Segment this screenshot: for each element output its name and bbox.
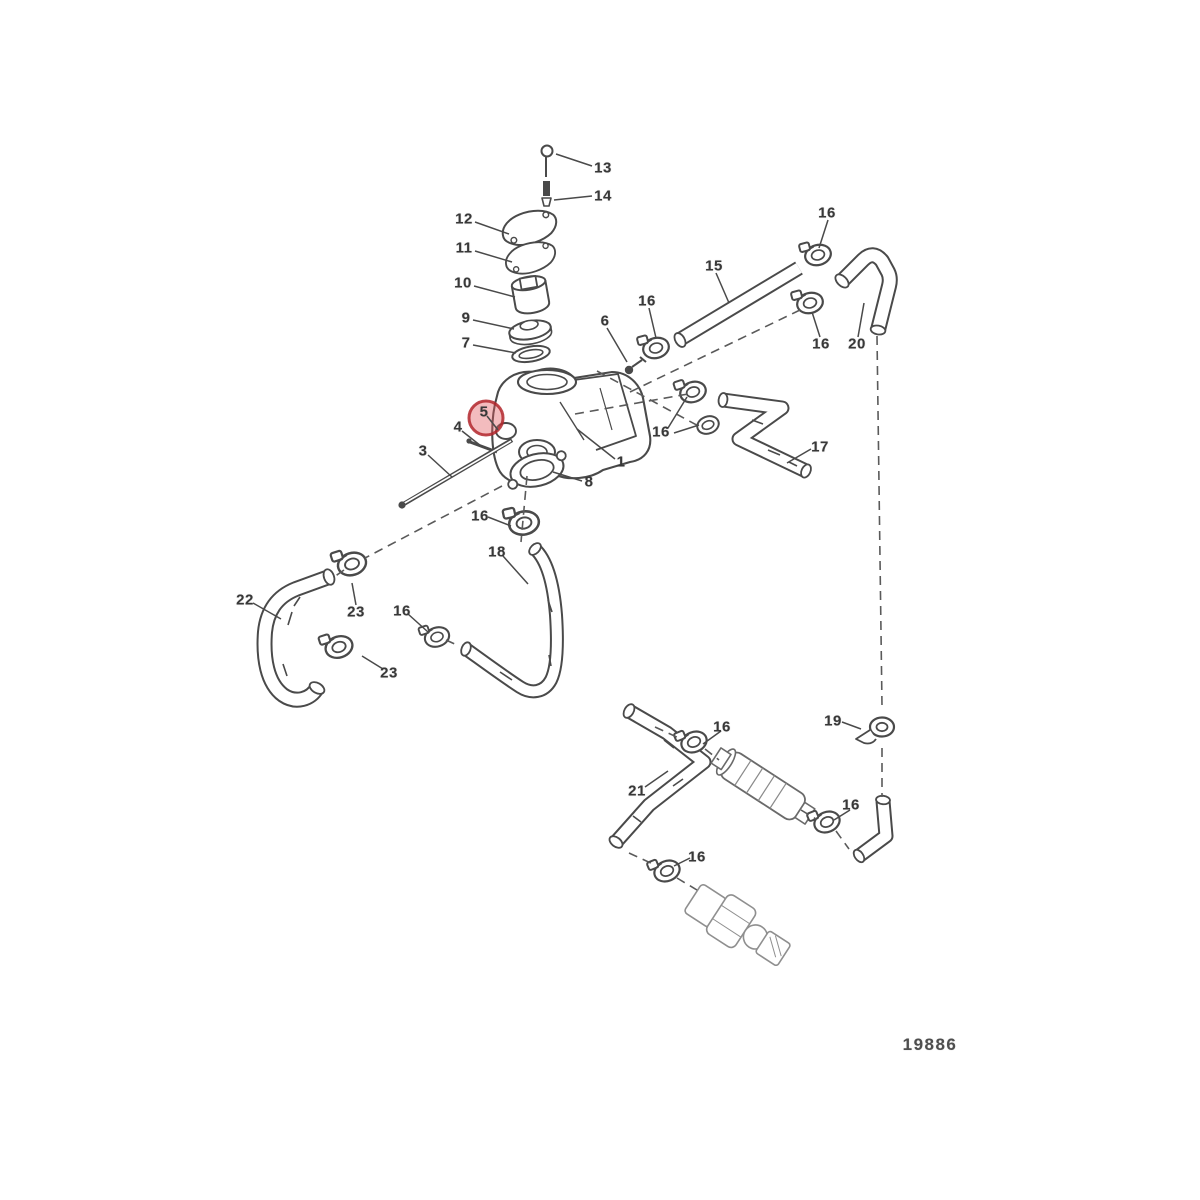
leader-line-7: [472, 344, 517, 354]
leader-line-17: [786, 448, 812, 464]
leader-line-16: [667, 396, 688, 429]
callout-16-24: 16: [393, 602, 411, 620]
callout-16-13: 16: [652, 423, 670, 441]
leader-line-22: [252, 602, 282, 620]
leader-line-23: [351, 582, 357, 606]
hose-clamp-16: [789, 284, 827, 318]
leader-line-11: [474, 250, 513, 263]
screw-13: [540, 144, 554, 177]
callout-16-10: 16: [818, 204, 836, 222]
hose-clamp-16: [805, 802, 844, 839]
leader-line-21: [644, 770, 669, 788]
rod-3: [398, 438, 514, 509]
leader-line-10: [473, 285, 516, 298]
callout-16-11: 16: [812, 335, 830, 353]
leader-line-13: [555, 153, 593, 167]
hose-17: [717, 392, 812, 479]
stud-4: [466, 438, 498, 454]
leader-line-9: [472, 319, 515, 330]
callout-21-26: 21: [628, 782, 646, 800]
leader-line-3: [427, 454, 453, 478]
callout-23-25: 23: [380, 664, 398, 682]
leader-line-16: [487, 516, 512, 527]
callout-10-4: 10: [454, 274, 472, 292]
seal-ring-7: [511, 344, 551, 364]
callout-8-19: 8: [584, 473, 594, 491]
callout-14-1: 14: [594, 187, 612, 205]
leader-line-16: [673, 424, 700, 434]
hose-clamp-16: [672, 722, 711, 759]
callout-4-16: 4: [453, 418, 463, 436]
drawing-number: 19886: [902, 1035, 958, 1054]
hose-clamp-16: [797, 236, 835, 270]
hose-15: [673, 261, 803, 348]
callout-16-29: 16: [842, 796, 860, 814]
gasket-12: [497, 203, 562, 252]
gasket-8: [507, 450, 567, 490]
callout-12-2: 12: [455, 210, 473, 228]
callout-13-0: 13: [594, 159, 612, 177]
callout-23-23: 23: [347, 603, 365, 621]
inline-cylinder: [710, 747, 816, 825]
fitting-6: [624, 356, 647, 375]
callout-18-21: 18: [488, 543, 506, 561]
callout-16-20: 16: [471, 507, 489, 525]
hose-18: [460, 542, 564, 699]
clip-19: [855, 716, 896, 745]
thermostat-9: [508, 319, 553, 346]
callout-22-22: 22: [236, 591, 254, 609]
hose-22: [256, 568, 336, 708]
leader-line-15: [715, 272, 730, 304]
hose-clamp-16: [672, 372, 710, 408]
callout-17-14: 17: [811, 438, 829, 456]
leader-line-19: [841, 721, 862, 730]
callout-7-6: 7: [461, 334, 471, 352]
hose-clamp-23: [317, 626, 357, 664]
leader-line-8: [552, 471, 583, 482]
hose-21: [608, 703, 712, 849]
callout-11-3: 11: [455, 239, 473, 257]
callout-3-17: 3: [418, 442, 428, 460]
thermostat-housing-1: [491, 367, 652, 485]
hose-clamp-16: [417, 618, 453, 652]
callout-5-15: 5: [479, 403, 489, 421]
elbow-hose-20: [834, 247, 898, 336]
callout-1-18: 1: [616, 453, 626, 471]
leader-line-6: [606, 327, 628, 363]
hose-clamp-16: [635, 329, 673, 363]
callout-16-8: 16: [638, 292, 656, 310]
leader-line-14: [553, 195, 593, 201]
leader-line-16: [648, 307, 657, 339]
hose-clamp-23: [328, 542, 371, 582]
hose-clamps: [317, 236, 844, 888]
leader-line-16: [811, 311, 821, 338]
callout-16-27: 16: [713, 718, 731, 736]
hose-clamp-16: [501, 501, 543, 540]
leader-line-12: [474, 221, 510, 235]
thermostat-sleeve-10: [510, 275, 551, 315]
callout-9-5: 9: [461, 309, 471, 327]
gasket-11: [500, 235, 561, 280]
leader-line-20: [857, 302, 865, 338]
callout-16-30: 16: [688, 848, 706, 866]
callout-6-7: 6: [600, 312, 610, 330]
pin-14: [541, 181, 552, 207]
pump-assembly: [684, 883, 791, 967]
callout-15-9: 15: [705, 257, 723, 275]
leader-line-16: [818, 219, 829, 249]
leader-line-18: [502, 555, 529, 585]
callout-19-28: 19: [824, 712, 842, 730]
leader-line-1: [576, 428, 616, 460]
alignment-dashes: [333, 309, 883, 891]
callout-20-12: 20: [848, 335, 866, 353]
hose-clamp-16: [645, 851, 684, 888]
hose-clamp-ring-16: [696, 415, 720, 435]
